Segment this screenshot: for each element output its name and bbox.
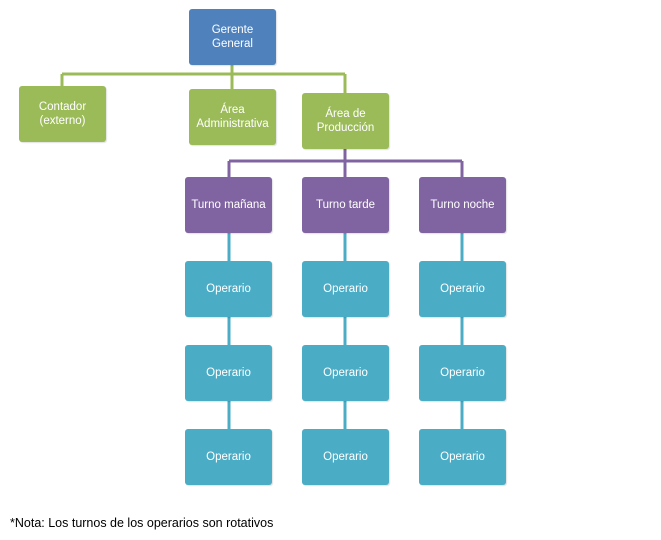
node-operario: Operario [419,345,506,401]
node-area-administrativa: Área Administrativa [189,89,276,145]
shift-connectors [227,148,464,177]
node-operario: Operario [185,261,272,317]
worker-connectors [227,232,464,429]
node-operario: Operario [419,261,506,317]
node-turno-manana: Turno mañana [185,177,272,233]
node-contador-externo: Contador (externo) [19,86,106,142]
level1-connectors [60,64,347,93]
node-operario: Operario [302,345,389,401]
node-operario: Operario [185,345,272,401]
node-gerente-general: Gerente General [189,9,276,65]
node-operario: Operario [302,429,389,485]
node-operario: Operario [302,261,389,317]
node-turno-noche: Turno noche [419,177,506,233]
node-operario: Operario [419,429,506,485]
node-operario: Operario [185,429,272,485]
node-turno-tarde: Turno tarde [302,177,389,233]
footnote: *Nota: Los turnos de los operarios son r… [10,516,274,530]
node-area-produccion: Área de Producción [302,93,389,149]
